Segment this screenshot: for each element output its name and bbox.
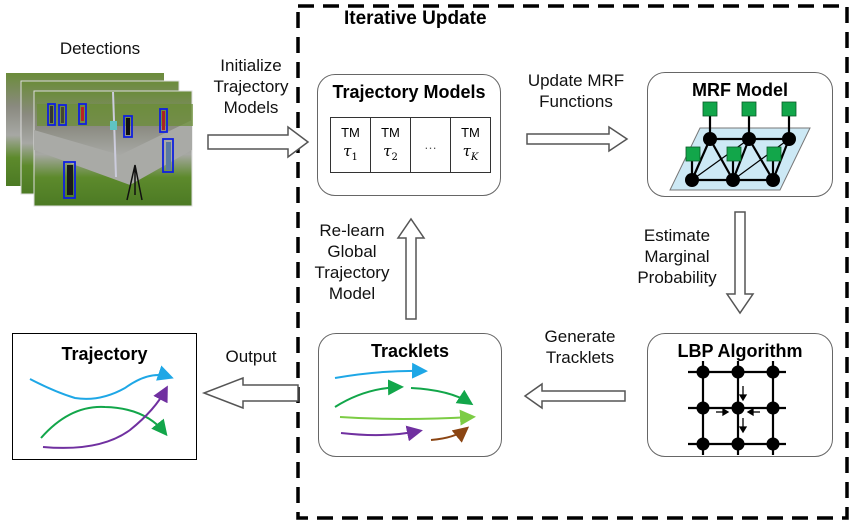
lbp-algorithm-title: LBP Algorithm bbox=[677, 341, 803, 361]
detection-box bbox=[63, 161, 76, 199]
tracklet-green-2 bbox=[410, 387, 474, 406]
trajectory-blue bbox=[29, 365, 174, 400]
mrf-node bbox=[782, 132, 796, 146]
trajectory-title: Trajectory bbox=[61, 344, 148, 364]
initialize-label: Initialize Trajectory Models bbox=[213, 56, 289, 117]
generate-tracklets-label: Generate Tracklets bbox=[544, 327, 616, 367]
mrf-factor bbox=[781, 101, 797, 117]
detections-label: Detections bbox=[59, 39, 141, 58]
estimate-label: Estimate Marginal Probability bbox=[637, 226, 717, 287]
iterative-update-title: Iterative Update bbox=[344, 8, 487, 29]
mrf-factor bbox=[685, 146, 701, 162]
mrf-factor bbox=[726, 146, 742, 162]
trajectory-purple bbox=[42, 385, 168, 449]
tracklet-green-1 bbox=[334, 379, 404, 408]
detection-box bbox=[123, 115, 133, 138]
tracklet-light-green bbox=[339, 409, 476, 426]
message-arrows bbox=[716, 386, 760, 434]
mrf-node bbox=[685, 173, 699, 187]
detection-box bbox=[159, 108, 168, 133]
trajectory-models-title: Trajectory Models bbox=[332, 82, 486, 102]
trajectory-models-table: TM τ1 TM τ2 … TM τK bbox=[330, 117, 491, 173]
detection-box bbox=[47, 103, 56, 126]
detection-box bbox=[162, 138, 174, 173]
relearn-label: Re-learn Global Trajectory Model bbox=[314, 221, 390, 303]
mrf-model-title: MRF Model bbox=[692, 80, 788, 100]
mrf-node bbox=[742, 132, 756, 146]
tracklet-purple bbox=[340, 425, 423, 442]
mrf-factor bbox=[702, 101, 718, 117]
mrf-node bbox=[726, 173, 740, 187]
tracklets-title: Tracklets bbox=[370, 341, 450, 361]
detection-box bbox=[78, 103, 87, 125]
detection-frame-front bbox=[33, 90, 193, 207]
mrf-node bbox=[766, 173, 780, 187]
mrf-factor bbox=[766, 146, 782, 162]
tracklet-blue bbox=[334, 362, 428, 379]
trajectory-green bbox=[40, 405, 168, 439]
tracklet-brown bbox=[430, 426, 470, 443]
output-label: Output bbox=[225, 347, 277, 366]
tm-cell-2: TM τ2 bbox=[370, 117, 411, 173]
mrf-factor bbox=[741, 101, 757, 117]
update-mrf-label: Update MRF Functions bbox=[527, 71, 625, 111]
mrf-node bbox=[703, 132, 717, 146]
tm-cell-ellipsis: … bbox=[410, 117, 451, 173]
tm-cell-k: TM τK bbox=[450, 117, 491, 173]
trajectory-models-box: Trajectory Models TM τ1 TM τ2 … TM τK bbox=[317, 74, 501, 196]
detection-box bbox=[58, 104, 67, 126]
